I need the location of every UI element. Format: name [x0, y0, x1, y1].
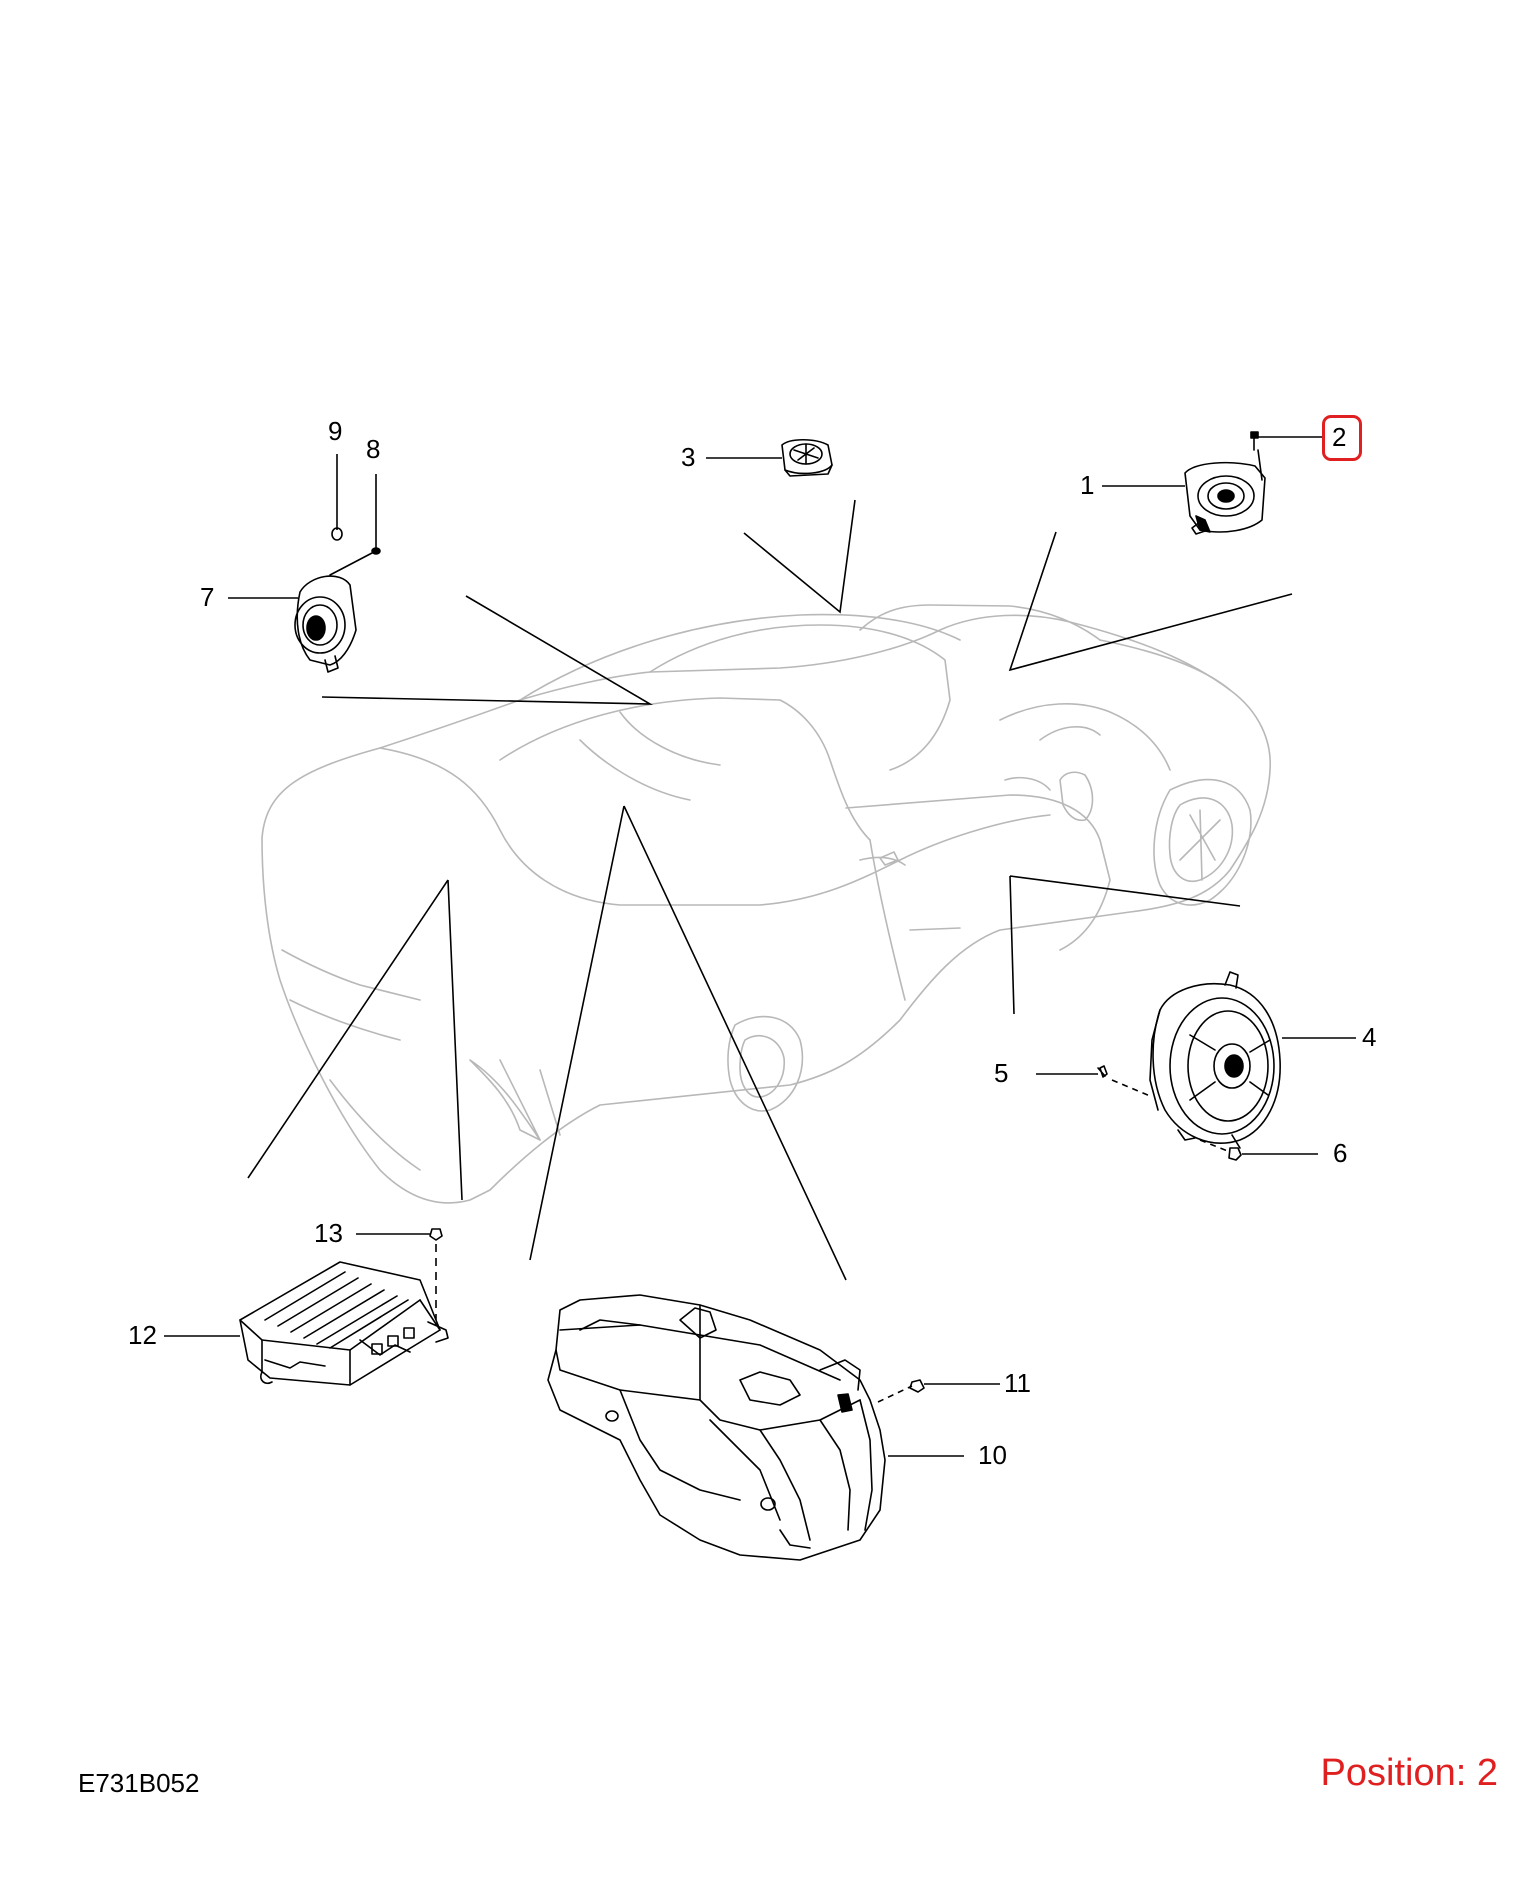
- tweeter-1-artwork: [1184, 449, 1266, 535]
- woofer-4-artwork: [1149, 971, 1281, 1149]
- amplifier-12-artwork: [239, 1261, 449, 1386]
- callout-11[interactable]: 11: [1004, 1368, 1031, 1398]
- callout-5[interactable]: 5: [994, 1058, 1009, 1088]
- callout-1[interactable]: 1: [1080, 470, 1095, 500]
- callout-12[interactable]: 12: [128, 1320, 157, 1350]
- callout-10[interactable]: 10: [978, 1440, 1007, 1470]
- car-outline: [261, 604, 1271, 1204]
- position-readout: Position: 2: [1320, 1752, 1498, 1794]
- screw-5-artwork: [1097, 1065, 1108, 1078]
- callout-6[interactable]: 6: [1333, 1138, 1348, 1168]
- speaker-7-artwork: [294, 547, 381, 673]
- centre-speaker-3-artwork: [781, 438, 833, 477]
- nut-6-artwork: [1228, 1147, 1242, 1161]
- leader-lines: [164, 436, 1356, 1457]
- callout-7[interactable]: 7: [200, 582, 215, 612]
- component-artwork: [239, 431, 1281, 1561]
- diagram-code: E731B052: [78, 1768, 200, 1798]
- callout-8[interactable]: 8: [366, 434, 381, 464]
- callout-3[interactable]: 3: [681, 442, 696, 472]
- callout-2[interactable]: 2: [1332, 422, 1347, 452]
- callout-9[interactable]: 9: [328, 416, 343, 446]
- screw-2-artwork: [1250, 431, 1259, 451]
- nut-13-artwork: [429, 1228, 443, 1241]
- bolt-11-artwork: [909, 1379, 925, 1393]
- selected-callout-highlight: [1322, 415, 1362, 461]
- callout-4[interactable]: 4: [1362, 1022, 1377, 1052]
- callout-13[interactable]: 13: [314, 1218, 343, 1248]
- subwoofer-10-artwork: [547, 1294, 886, 1561]
